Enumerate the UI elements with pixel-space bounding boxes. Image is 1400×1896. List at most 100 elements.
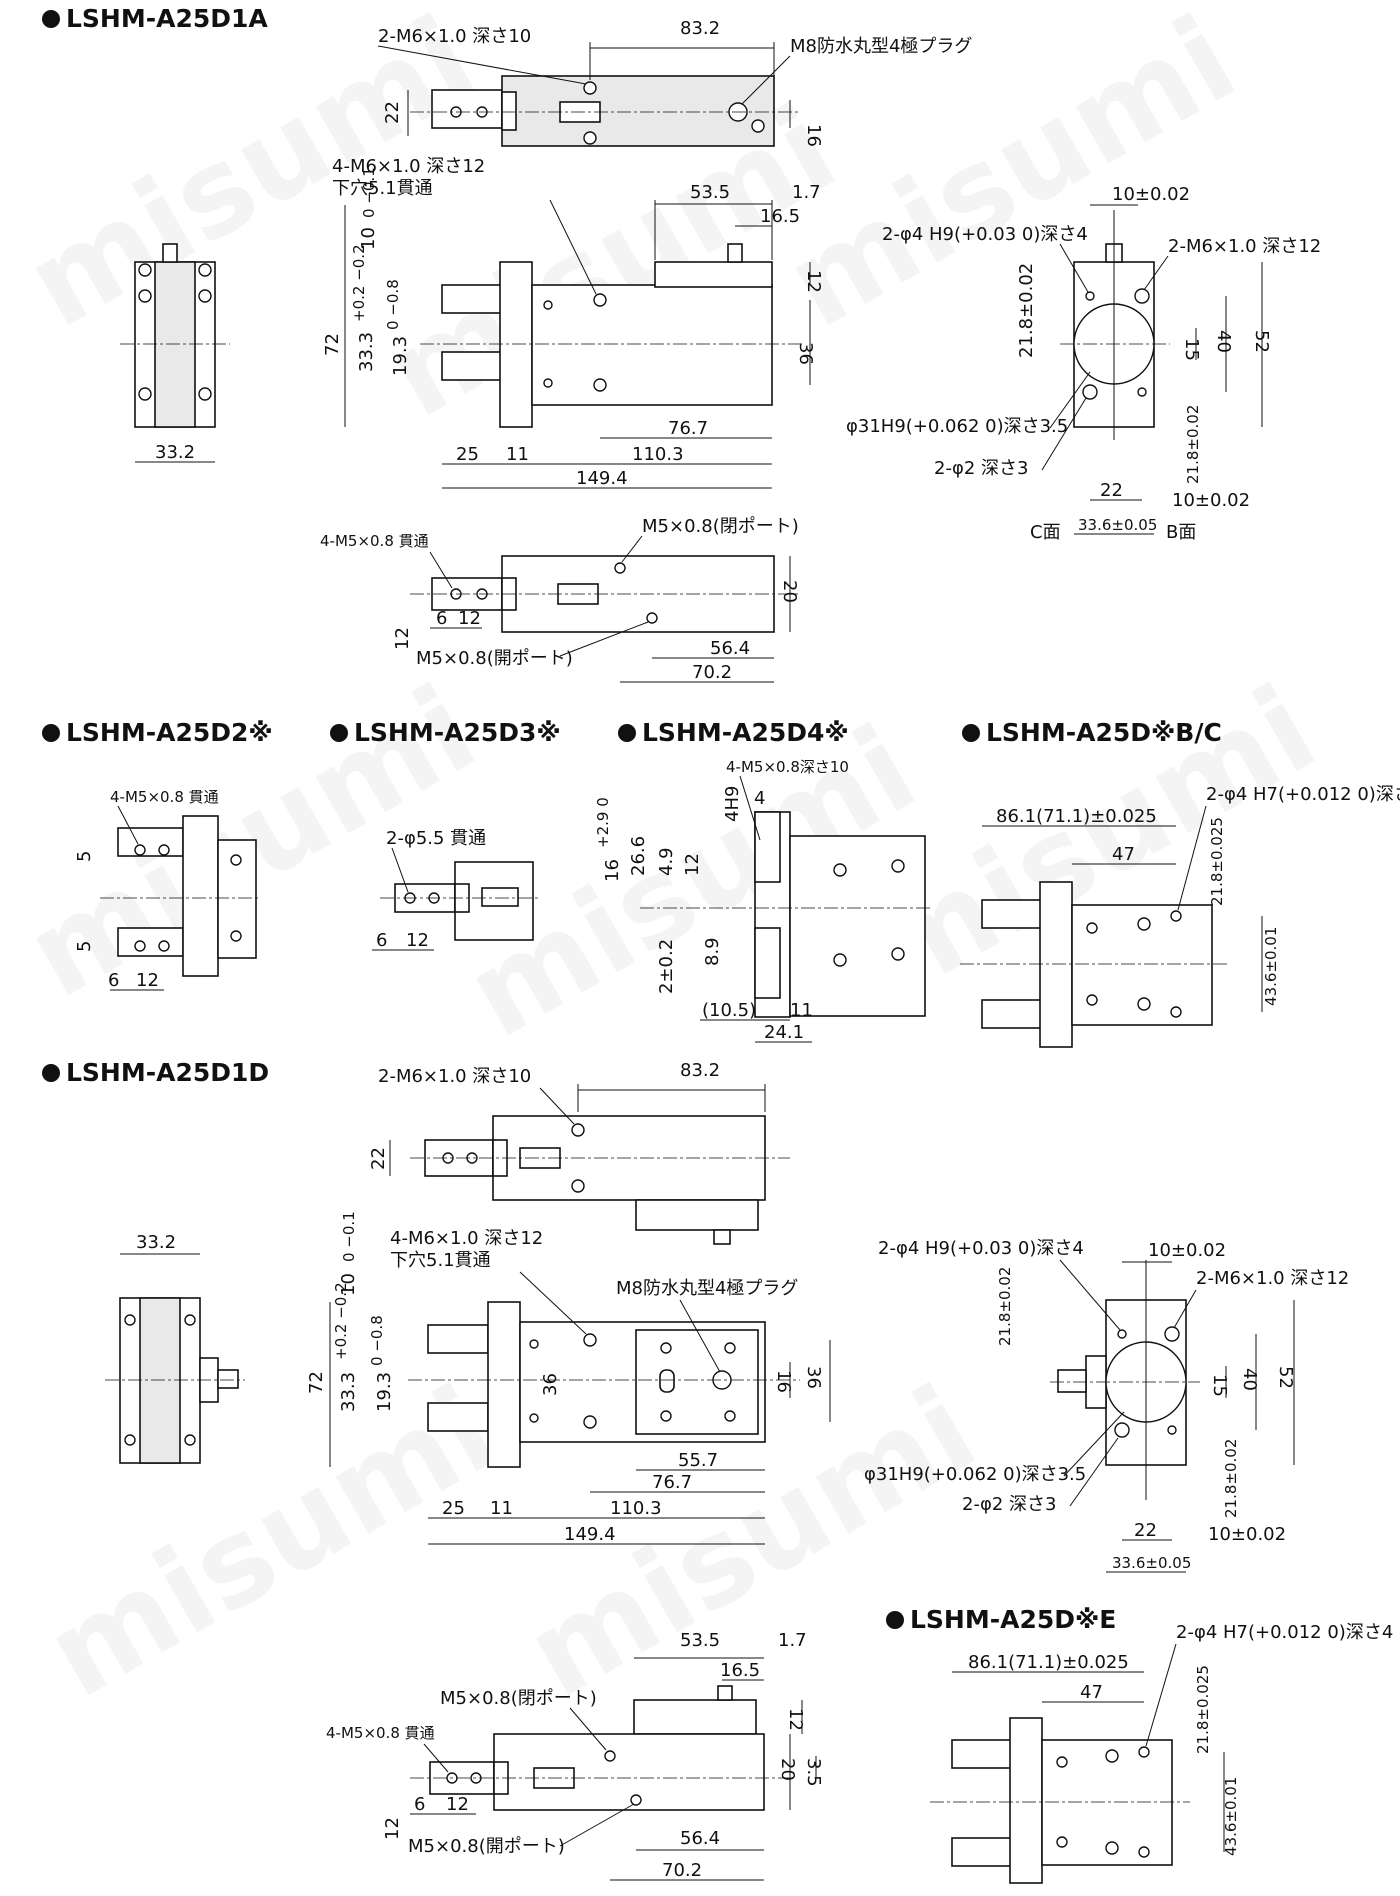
dim-label: 40 <box>1213 330 1234 353</box>
dim-label: 21.8±0.025 <box>1208 817 1226 906</box>
dim-label: 21.8±0.025 <box>1194 1665 1212 1754</box>
face-label: C面 <box>1030 522 1061 543</box>
dim-label: 12 <box>446 1794 469 1815</box>
hole <box>583 81 597 95</box>
jaw-bottom <box>441 351 503 381</box>
hole <box>1082 384 1098 400</box>
hole <box>1114 1422 1130 1438</box>
sensor-block <box>633 1699 757 1735</box>
dim-label: M5×0.8(開ポート) <box>408 1836 565 1857</box>
dim-label: 20 <box>779 580 800 603</box>
hole <box>184 1434 196 1446</box>
dim-label: 149.4 <box>576 468 628 489</box>
tolerance-label: +0.2 −0.2 <box>350 244 368 322</box>
dim-label: 24.1 <box>764 1022 804 1043</box>
hole <box>614 562 626 574</box>
dim-label: 40 <box>1239 1368 1260 1391</box>
jaw-top <box>427 1324 489 1354</box>
hole <box>571 1179 585 1193</box>
tolerance-label: 0 −0.8 <box>368 1315 386 1366</box>
hole <box>529 1413 539 1423</box>
plug <box>727 243 743 263</box>
dim-label: 16.5 <box>720 1660 760 1681</box>
sensor-block <box>635 1199 759 1231</box>
dim-label: 2-M6×1.0 深さ12 <box>1168 236 1321 257</box>
plug <box>162 243 178 263</box>
hole <box>124 1434 136 1446</box>
d2-view: 4-M5×0.8 貫通 5 5 6 12 <box>74 788 260 991</box>
jaw-top <box>981 899 1043 929</box>
dim-label: 53.5 <box>680 1630 720 1651</box>
dim-label: 12 <box>136 970 159 991</box>
flange <box>182 815 219 977</box>
dim-label: 4-M5×0.8深さ10 <box>726 758 849 776</box>
sensor-face <box>635 1329 759 1435</box>
bullet-icon <box>42 724 60 742</box>
jaw-bottom <box>117 927 184 957</box>
hole <box>724 1410 736 1422</box>
bullet-icon <box>618 724 636 742</box>
title-d3: LSHM-A25D3※ <box>330 718 561 747</box>
dim-label: 43.6±0.01 <box>1222 1777 1240 1856</box>
dim-label: 22 <box>382 101 403 124</box>
dim-label: 1.7 <box>792 182 821 203</box>
hole <box>630 1794 642 1806</box>
jaw-top <box>754 811 781 883</box>
dim-label: 76.7 <box>668 418 708 439</box>
dim-label: 3.5 <box>803 1758 824 1787</box>
hole <box>1086 922 1098 934</box>
d1d-bottom-view: 53.5 1.7 16.5 M5×0.8(閉ポート) 12 4-M5×0.8 貫… <box>326 1630 824 1881</box>
hole <box>1170 1006 1182 1018</box>
dim-label: 2-φ4 H7(+0.012 0)深さ4 <box>1176 1622 1393 1643</box>
dim-label: 21.8±0.02 <box>996 1267 1014 1346</box>
sensor-block <box>654 261 773 288</box>
jaw-clamp <box>501 91 517 131</box>
d1a-side-view: 4-M6×1.0 深さ12 下穴5.1貫通 53.5 1.7 16.5 10 0… <box>322 156 824 489</box>
dim-label: 4 <box>754 788 765 809</box>
dim-label: 4-M6×1.0 深さ12 <box>390 1228 543 1249</box>
dim-label: M8防水丸型4極プラグ <box>790 36 972 57</box>
hole <box>1085 291 1095 301</box>
dim-label: 33.3 <box>338 1372 359 1412</box>
d1d-side-view: 4-M6×1.0 深さ12 下穴5.1貫通 M8防水丸型4極プラグ 10 0 −… <box>306 1211 831 1545</box>
dim-label: 12 <box>406 930 429 951</box>
flange <box>499 261 533 428</box>
hole <box>138 263 152 277</box>
dim-label: 72 <box>306 1371 327 1394</box>
dim-label: 22 <box>1134 1520 1157 1541</box>
dim-label: 22 <box>1100 480 1123 501</box>
dim-label: 26.6 <box>628 836 649 876</box>
flange <box>487 1301 521 1468</box>
dim-label: 5 <box>74 851 95 862</box>
dim-label: 86.1(71.1)±0.025 <box>968 1652 1129 1673</box>
dim-label: 86.1(71.1)±0.025 <box>996 806 1157 827</box>
hole <box>230 854 242 866</box>
dim-label: 56.4 <box>680 1828 720 1849</box>
slot <box>659 1369 675 1393</box>
dim-label: 72 <box>322 333 343 356</box>
dim-label: 5 <box>74 941 95 952</box>
dim-label: 36 <box>795 342 816 365</box>
title-d2: LSHM-A25D2※ <box>42 718 273 747</box>
jaw-bottom <box>951 1837 1013 1867</box>
d1a-front-view: 10±0.02 2-φ4 H9(+0.03 0)深さ4 2-M6×1.0 深さ1… <box>846 184 1321 543</box>
hole <box>833 863 847 877</box>
jaw-top <box>117 827 184 857</box>
d1a-top-view: 83.2 2-M6×1.0 深さ10 M8防水丸型4極プラグ 22 16 <box>377 18 972 147</box>
bullet-icon <box>330 724 348 742</box>
d3-view: 2-φ5.5 貫通 6 12 <box>372 828 540 951</box>
flange <box>1039 881 1073 1048</box>
title-d1d: LSHM-A25D1D <box>42 1058 269 1087</box>
dim-label: 11 <box>506 444 529 465</box>
dim-label: 15 <box>1181 338 1202 361</box>
dim-label: 21.8±0.02 <box>1184 405 1202 484</box>
title-dbc: LSHM-A25D※B/C <box>962 718 1222 747</box>
hole <box>198 387 212 401</box>
dim-label: 33.6±0.05 <box>1112 1554 1191 1572</box>
dim-label: 2-φ4 H7(+0.012 0)深さ4 <box>1206 784 1400 805</box>
hole <box>604 1750 616 1762</box>
hole <box>158 844 170 856</box>
dim-label: 2-φ2 深さ3 <box>962 1494 1056 1515</box>
hole <box>230 930 242 942</box>
dim-label: 36 <box>540 1373 561 1396</box>
